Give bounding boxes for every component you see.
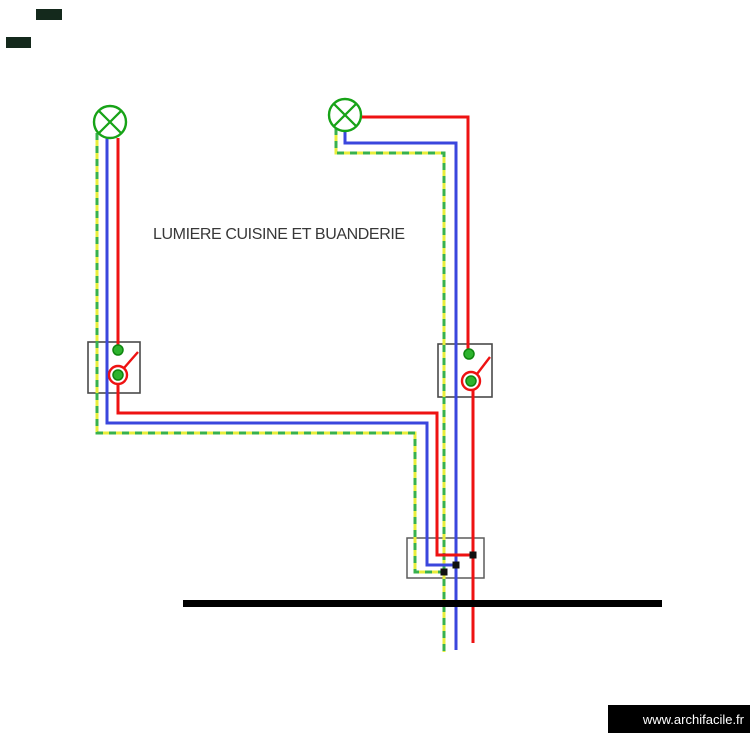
watermark-bar: www.archifacile.fr bbox=[608, 705, 750, 733]
lamp-cross-right bbox=[332, 102, 358, 128]
plan-title-text[interactable]: LUMIERE CUISINE ET BUANDERIE bbox=[153, 226, 405, 243]
switch-box-left[interactable] bbox=[87, 341, 141, 394]
corner-mark-bottom bbox=[6, 37, 31, 48]
junction-node bbox=[452, 561, 460, 569]
lamp-cross-left bbox=[97, 109, 123, 135]
switch-lever-right[interactable] bbox=[476, 356, 491, 375]
earth-wire-dash-overlay bbox=[95, 133, 444, 574]
live-wire-segment[interactable] bbox=[116, 384, 474, 557]
neutral-wire-segment[interactable] bbox=[105, 138, 456, 567]
switch-feed-dot-right[interactable] bbox=[463, 348, 475, 360]
earth-wire-segment[interactable] bbox=[95, 133, 444, 574]
junction-node bbox=[469, 551, 477, 559]
switch-contact-dot-left bbox=[112, 369, 124, 381]
junction-node bbox=[440, 568, 448, 576]
switch-feed-dot-left[interactable] bbox=[112, 344, 124, 356]
switch-contact-dot-right bbox=[465, 375, 477, 387]
switch-box-right[interactable] bbox=[437, 343, 493, 398]
earth-wire-dash-overlay bbox=[334, 128, 446, 652]
live-wire-segment[interactable] bbox=[360, 115, 470, 352]
switch-lever-left[interactable] bbox=[123, 351, 139, 369]
corner-mark-top bbox=[36, 9, 62, 20]
watermark-text: www.archifacile.fr bbox=[642, 711, 744, 727]
neutral-wire-segment[interactable] bbox=[343, 131, 458, 650]
